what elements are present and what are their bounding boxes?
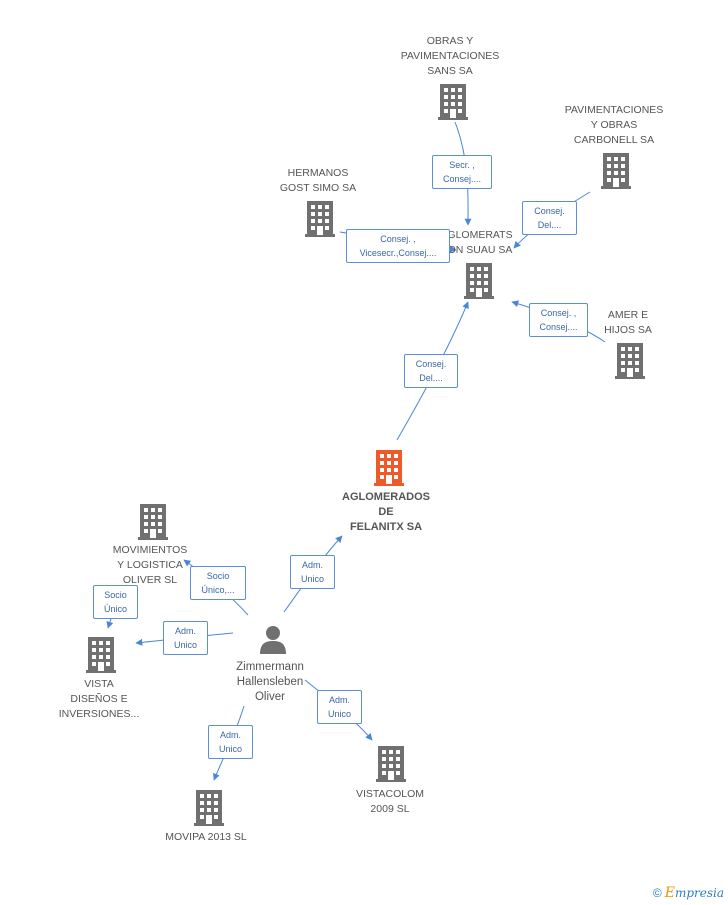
node-label-vista[interactable]: VISTA DISEÑOS E INVERSIONES...: [58, 678, 140, 720]
copyright-symbol: ©: [652, 886, 662, 900]
node-label-obras[interactable]: OBRAS Y PAVIMENTACIONES SANS SA: [400, 35, 500, 77]
node-label-pavimentaciones[interactable]: PAVIMENTACIONES Y OBRAS CARBONELL SA: [564, 104, 664, 146]
edge-label-hermanos-aglomerats[interactable]: Consej. , Vicesecr.,Consej....: [346, 229, 450, 263]
edge-label-amer-aglomerats[interactable]: Consej. , Consej....: [529, 303, 588, 337]
node-label-person[interactable]: Zimmermann Hallensleben Oliver: [236, 661, 304, 703]
edge-label-person-movimientos[interactable]: Socio Único,...: [190, 566, 246, 600]
building-icon[interactable]: [304, 201, 336, 237]
person-icon[interactable]: [258, 624, 288, 654]
building-icon[interactable]: [614, 343, 646, 379]
node-label-hermanos[interactable]: HERMANOS GOST SIMO SA: [279, 167, 357, 194]
brand-name: mpresia: [674, 886, 724, 900]
building-icon[interactable]: [437, 84, 469, 120]
building-icon[interactable]: [463, 263, 495, 299]
edge-label-obras-aglomerats[interactable]: Secr. , Consej....: [432, 155, 492, 189]
edge-label-pavimentaciones-aglomerats[interactable]: Consej. Del....: [522, 201, 577, 235]
building-icon[interactable]: [375, 746, 407, 782]
edge-label-person-movipa[interactable]: Adm. Unico: [208, 725, 253, 759]
edge-label-person-vista[interactable]: Adm. Unico: [163, 621, 208, 655]
node-label-movimientos[interactable]: MOVIMIENTOS Y LOGISTICA OLIVER SL: [112, 544, 188, 586]
building-icon[interactable]: [600, 153, 632, 189]
node-label-vistacolom[interactable]: VISTACOLOM 2009 SL: [355, 788, 425, 815]
edge-label-main-aglomerats[interactable]: Consej. Del....: [404, 354, 458, 388]
building-icon[interactable]: [137, 504, 169, 540]
edge-label-movimientos-vista[interactable]: Socio Único: [93, 585, 138, 619]
main-building-icon[interactable]: [373, 450, 405, 486]
edge-label-person-main[interactable]: Adm. Unico: [290, 555, 335, 589]
node-label-main[interactable]: AGLOMERADOS DE FELANITX SA: [342, 491, 430, 533]
node-label-aglomerats[interactable]: GLOMERATS ON SUAU SA: [447, 229, 513, 256]
node-label-amer[interactable]: AMER E HIJOS SA: [604, 309, 652, 336]
empresia-logo: ©Empresia: [653, 885, 724, 901]
building-icon[interactable]: [193, 790, 225, 826]
brand-initial: E: [664, 885, 675, 901]
edge-label-person-vistacolom[interactable]: Adm. Unico: [317, 690, 362, 724]
building-icon[interactable]: [85, 637, 117, 673]
node-label-movipa[interactable]: MOVIPA 2013 SL: [165, 831, 247, 843]
